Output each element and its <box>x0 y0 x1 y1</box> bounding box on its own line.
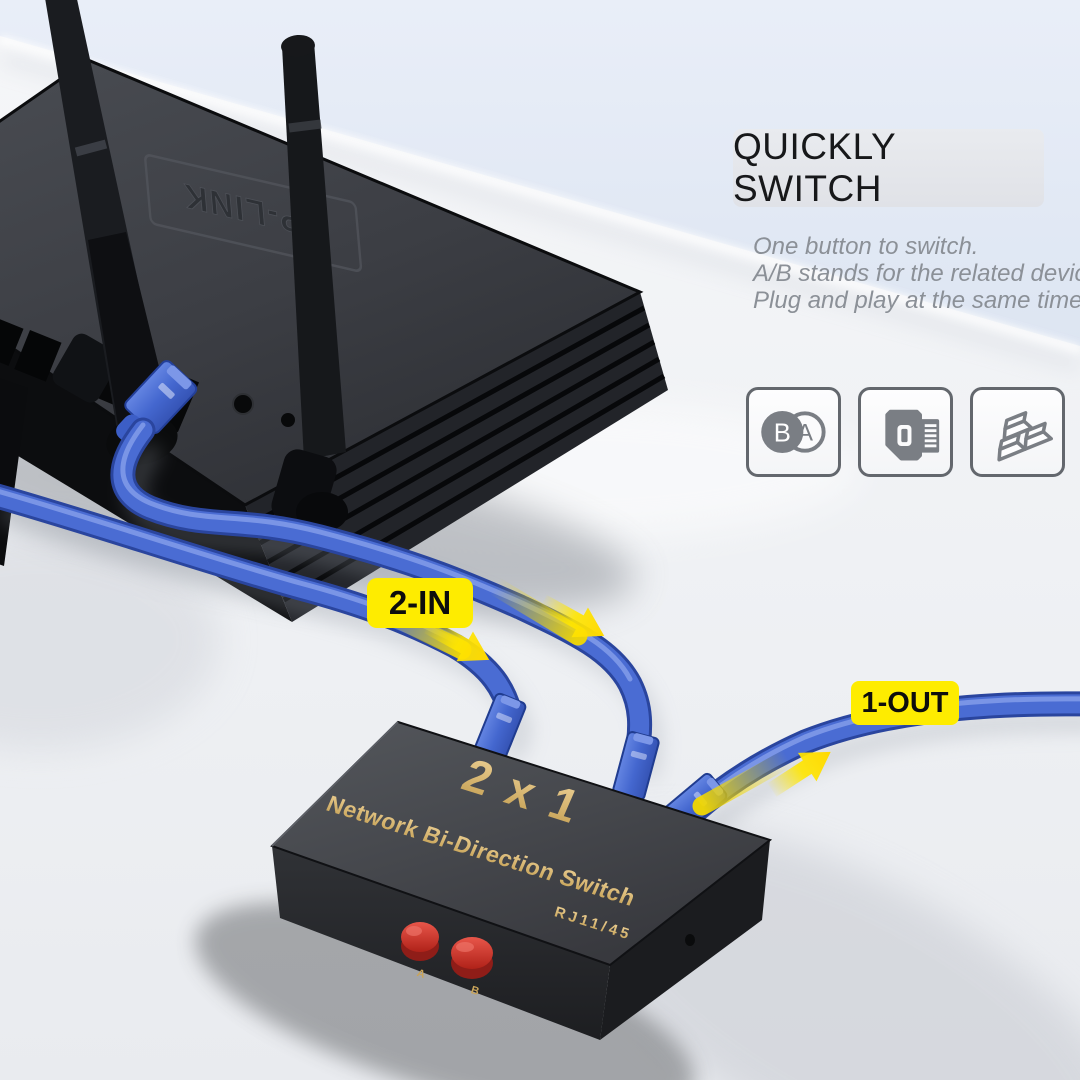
connector-input-b <box>473 692 527 764</box>
router-power-button <box>232 393 254 415</box>
arrow-in-1 <box>424 619 490 662</box>
switch-device: 2 x 1 Network Bi-Direction Switch RJ11/4… <box>270 720 773 1040</box>
label-output: 1-OUT <box>851 681 959 725</box>
description-line: Plug and play at the same time. <box>753 287 1080 314</box>
description-line: One button to switch. <box>753 233 979 260</box>
flow-arrows <box>370 576 831 816</box>
antenna-right <box>282 42 346 460</box>
router-port <box>14 329 62 382</box>
headline-text: QUICKLY SWITCH <box>733 126 896 209</box>
arrow-in-2 <box>539 595 605 638</box>
ethernet-cables <box>0 417 1080 825</box>
description-block: One button to switch. A/B stands for the… <box>753 233 1080 314</box>
ab-ports-icon: A B <box>760 410 826 454</box>
gold-bars-icon <box>996 411 1053 462</box>
letter-b: B <box>773 419 790 447</box>
label-input: 2-IN <box>367 578 473 628</box>
cable-fade-a <box>485 576 588 646</box>
cable-fade-out <box>692 748 798 816</box>
antenna-ring <box>74 139 108 157</box>
table-shading <box>0 530 220 750</box>
button-b-label: B <box>469 984 480 998</box>
antenna-ring <box>288 119 322 133</box>
power-jack-hole <box>685 934 695 946</box>
description-line: A/B stands for the related device. <box>753 260 1080 287</box>
feature-badge-gold <box>970 387 1065 477</box>
button-a-label: A <box>415 967 426 981</box>
switch-edge-highlight <box>271 721 399 847</box>
antenna-right-tip <box>281 34 315 58</box>
antenna-hinge <box>52 333 120 403</box>
connector-input-a <box>612 731 660 801</box>
feature-badge-ab-switch: A B <box>746 387 841 477</box>
rj45-connector-icon <box>884 409 939 461</box>
button-a <box>401 922 439 961</box>
router-jack-hole <box>281 413 295 427</box>
label-input-text: 2-IN <box>388 584 452 621</box>
button-b <box>451 937 493 979</box>
switch-front-face <box>272 846 610 1040</box>
feature-badge-rj45 <box>858 387 953 477</box>
feature-badges: A B <box>746 387 1065 477</box>
table-edge-highlight <box>0 35 1080 355</box>
switch-shadow <box>195 902 695 1080</box>
headline-badge: QUICKLY SWITCH <box>733 126 1044 209</box>
arrow-out <box>767 751 831 797</box>
label-output-text: 1-OUT <box>861 686 949 719</box>
router-port <box>0 316 24 366</box>
